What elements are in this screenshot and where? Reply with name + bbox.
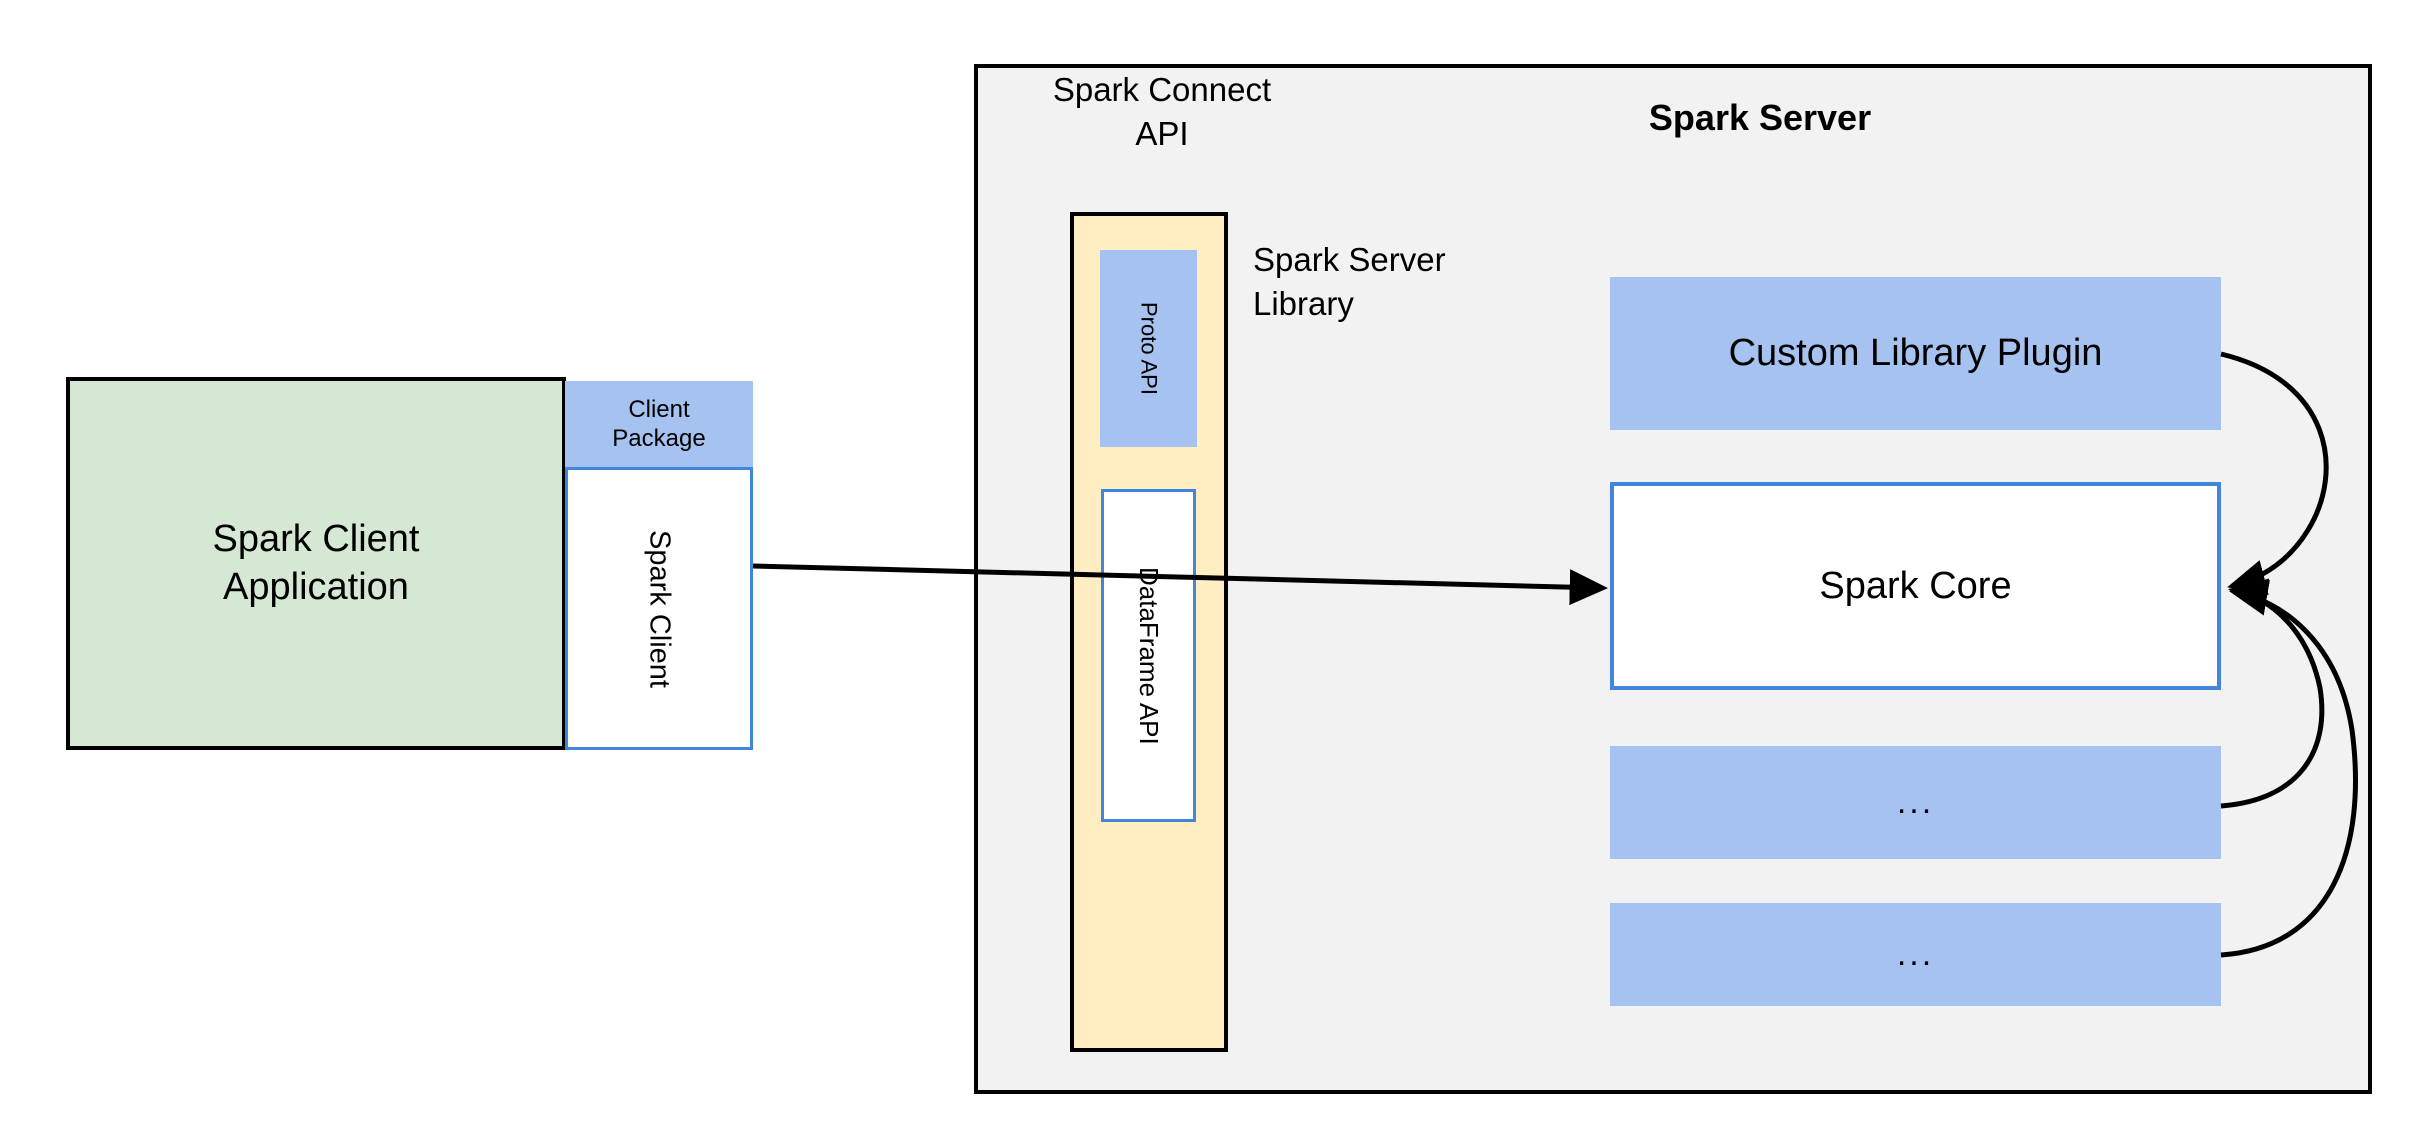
client-package-line2: Package [612, 425, 706, 452]
spark-connect-api-label: Spark Connect API [1002, 68, 1322, 155]
spark-client-application-text: Spark Client Application [213, 516, 420, 611]
server-component-ellipsis-2-label: ... [1896, 935, 1935, 973]
proto-api-label: Proto API [1136, 302, 1162, 395]
custom-library-plugin-box[interactable]: Custom Library Plugin [1610, 277, 2221, 430]
spark-server-title: Spark Server [1648, 97, 1872, 138]
spark-connect-api-label-line2: API [1135, 114, 1189, 152]
server-component-ellipsis-1[interactable]: ... [1610, 746, 2221, 859]
server-component-ellipsis-2[interactable]: ... [1610, 903, 2221, 1006]
server-component-ellipsis-1-label: ... [1896, 783, 1935, 821]
proto-api-box[interactable]: Proto API [1100, 250, 1197, 447]
dataframe-api-label: DataFrame API [1134, 566, 1164, 745]
client-package-text: Client Package [612, 395, 705, 454]
spark-client-box[interactable]: Spark Client [565, 467, 753, 750]
spark-server-library-label-line2: Library [1253, 284, 1354, 322]
spark-client-application-box[interactable]: Spark Client Application [66, 377, 566, 750]
spark-client-application-line1: Spark Client [212, 518, 420, 560]
spark-client-label: Spark Client [643, 529, 676, 688]
spark-client-application-line2: Application [223, 565, 409, 608]
custom-library-plugin-label: Custom Library Plugin [1728, 332, 2103, 374]
spark-core-label: Spark Core [1819, 564, 2012, 607]
spark-connect-api-label-line1: Spark Connect [1052, 71, 1272, 108]
dataframe-api-box[interactable]: DataFrame API [1101, 489, 1196, 822]
spark-server-library-label-line1: Spark Server [1253, 241, 1446, 278]
spark-server-library-label: Spark Server Library [1253, 238, 1553, 325]
client-package-line1: Client [628, 395, 690, 423]
client-package-box[interactable]: Client Package [565, 381, 753, 467]
spark-core-box[interactable]: Spark Core [1610, 482, 2221, 690]
